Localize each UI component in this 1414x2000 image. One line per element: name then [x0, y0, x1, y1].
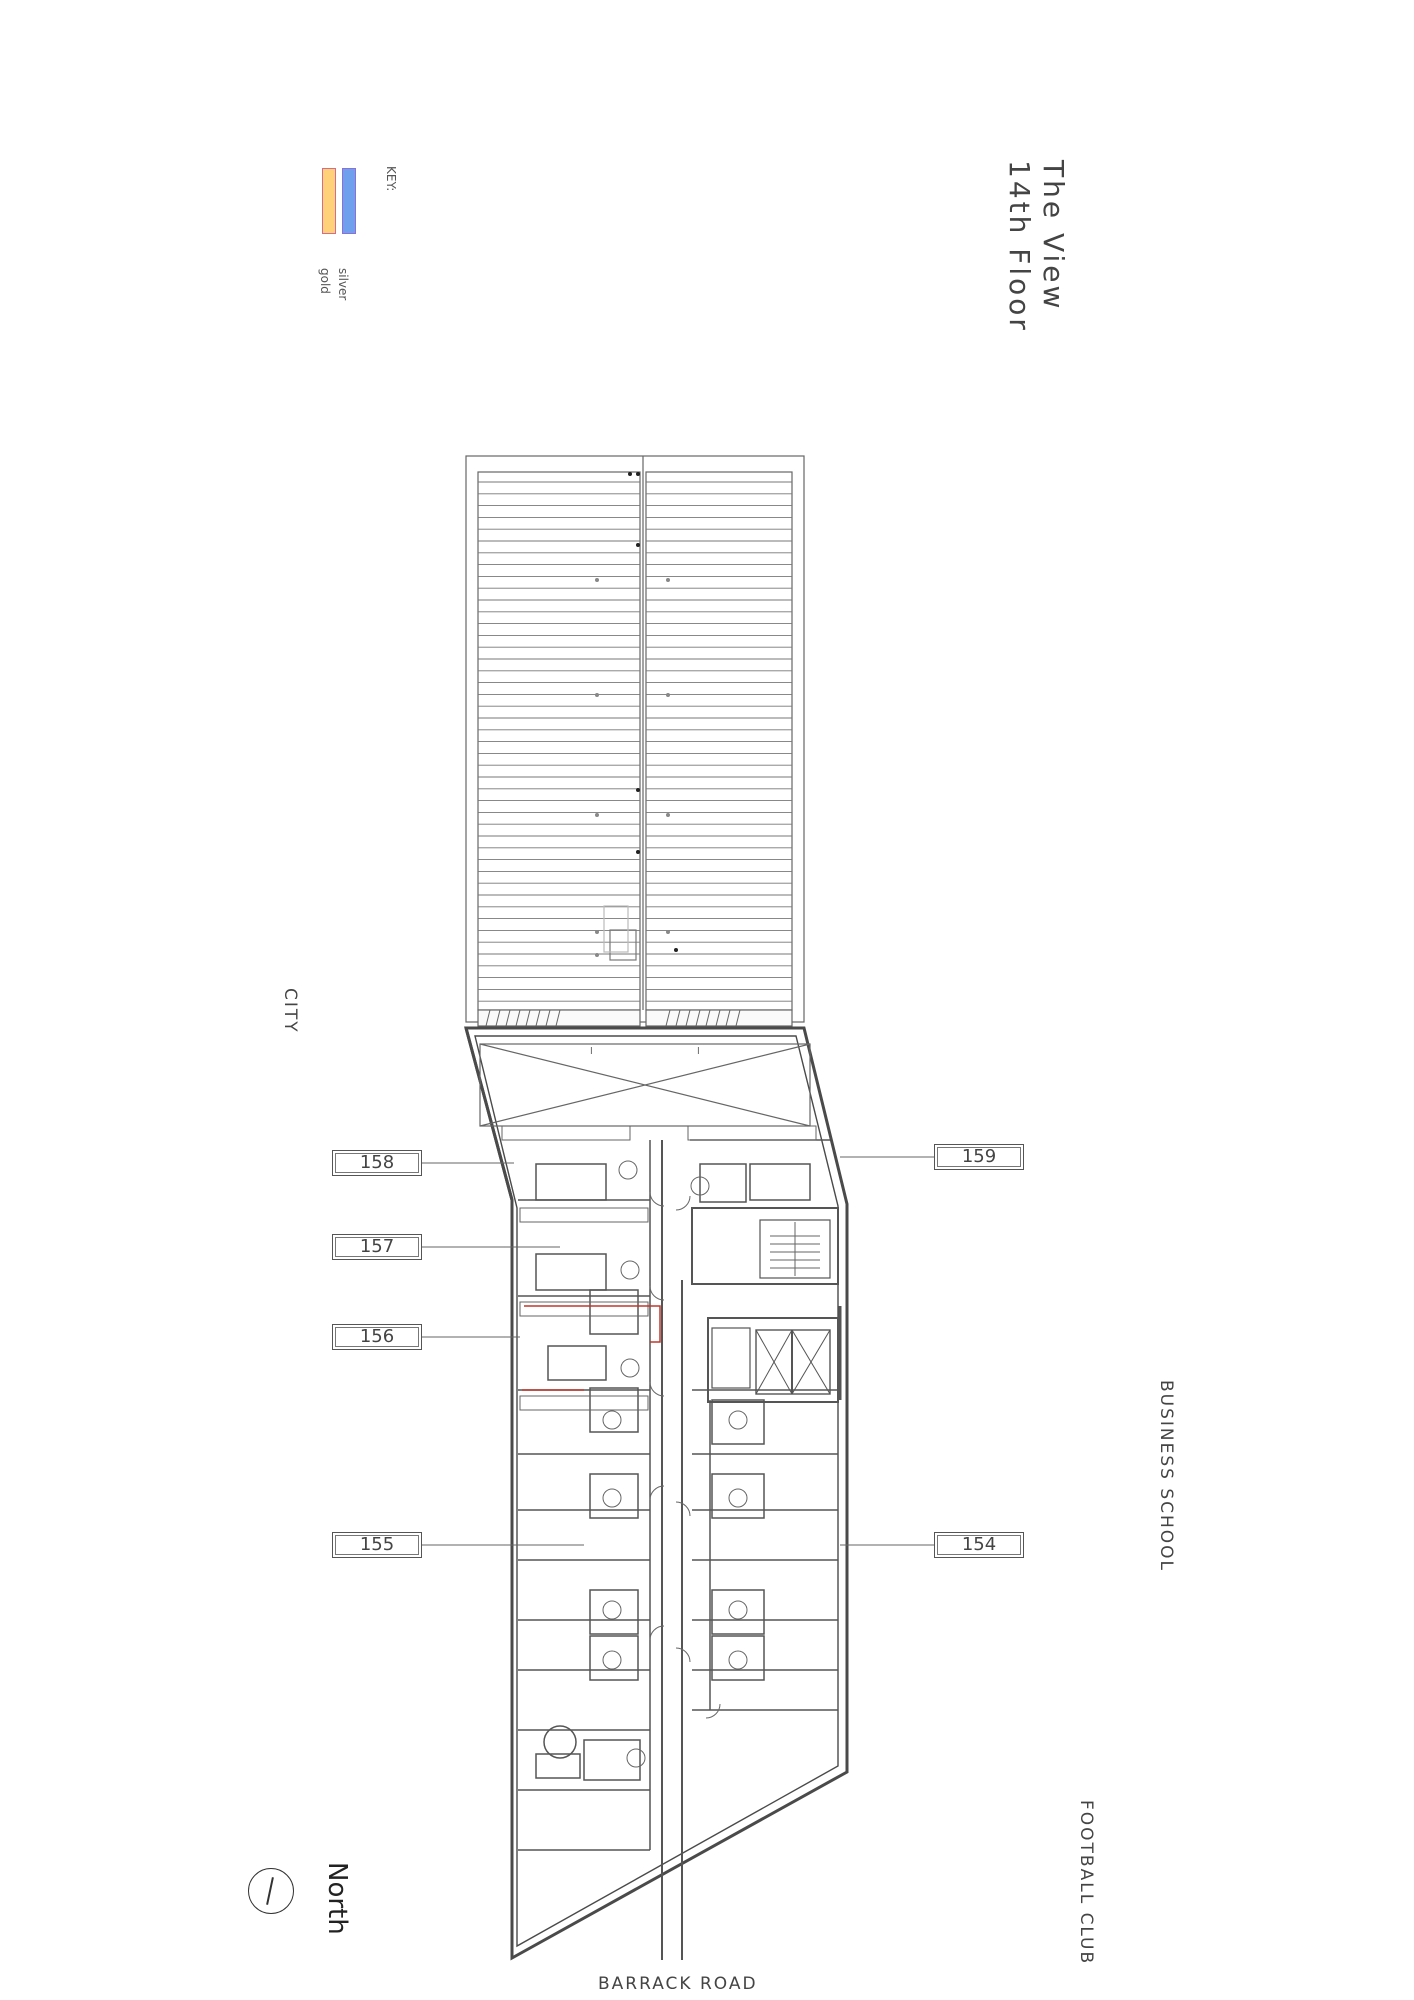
roof-fixings — [595, 472, 678, 957]
room-tag-155[interactable]: 155 — [332, 1532, 422, 1558]
furniture — [501, 1125, 817, 1768]
corridor-walls — [661, 1140, 842, 1960]
room-156-highlight — [522, 1305, 661, 1391]
svg-text:I: I — [590, 1046, 593, 1057]
plant-void: I I — [479, 1043, 811, 1127]
room-tag-154[interactable]: 154 — [934, 1532, 1024, 1558]
room-tag-157[interactable]: 157 — [332, 1234, 422, 1260]
building-outline — [464, 1026, 849, 1961]
room-tag-158[interactable]: 158 — [332, 1150, 422, 1176]
room-tag-156[interactable]: 156 — [332, 1324, 422, 1350]
key-swatch-gold — [322, 168, 336, 234]
west-rooms — [518, 1140, 651, 1851]
svg-text:I: I — [697, 1046, 700, 1057]
label-barrack-road: BARRACK ROAD — [598, 1974, 758, 1994]
key-swatch-silver — [342, 168, 356, 234]
north-arrow-icon — [248, 1868, 294, 1914]
roof-terrace — [465, 455, 805, 1027]
room-tag-159[interactable]: 159 — [934, 1144, 1024, 1170]
doors — [649, 1191, 721, 1719]
